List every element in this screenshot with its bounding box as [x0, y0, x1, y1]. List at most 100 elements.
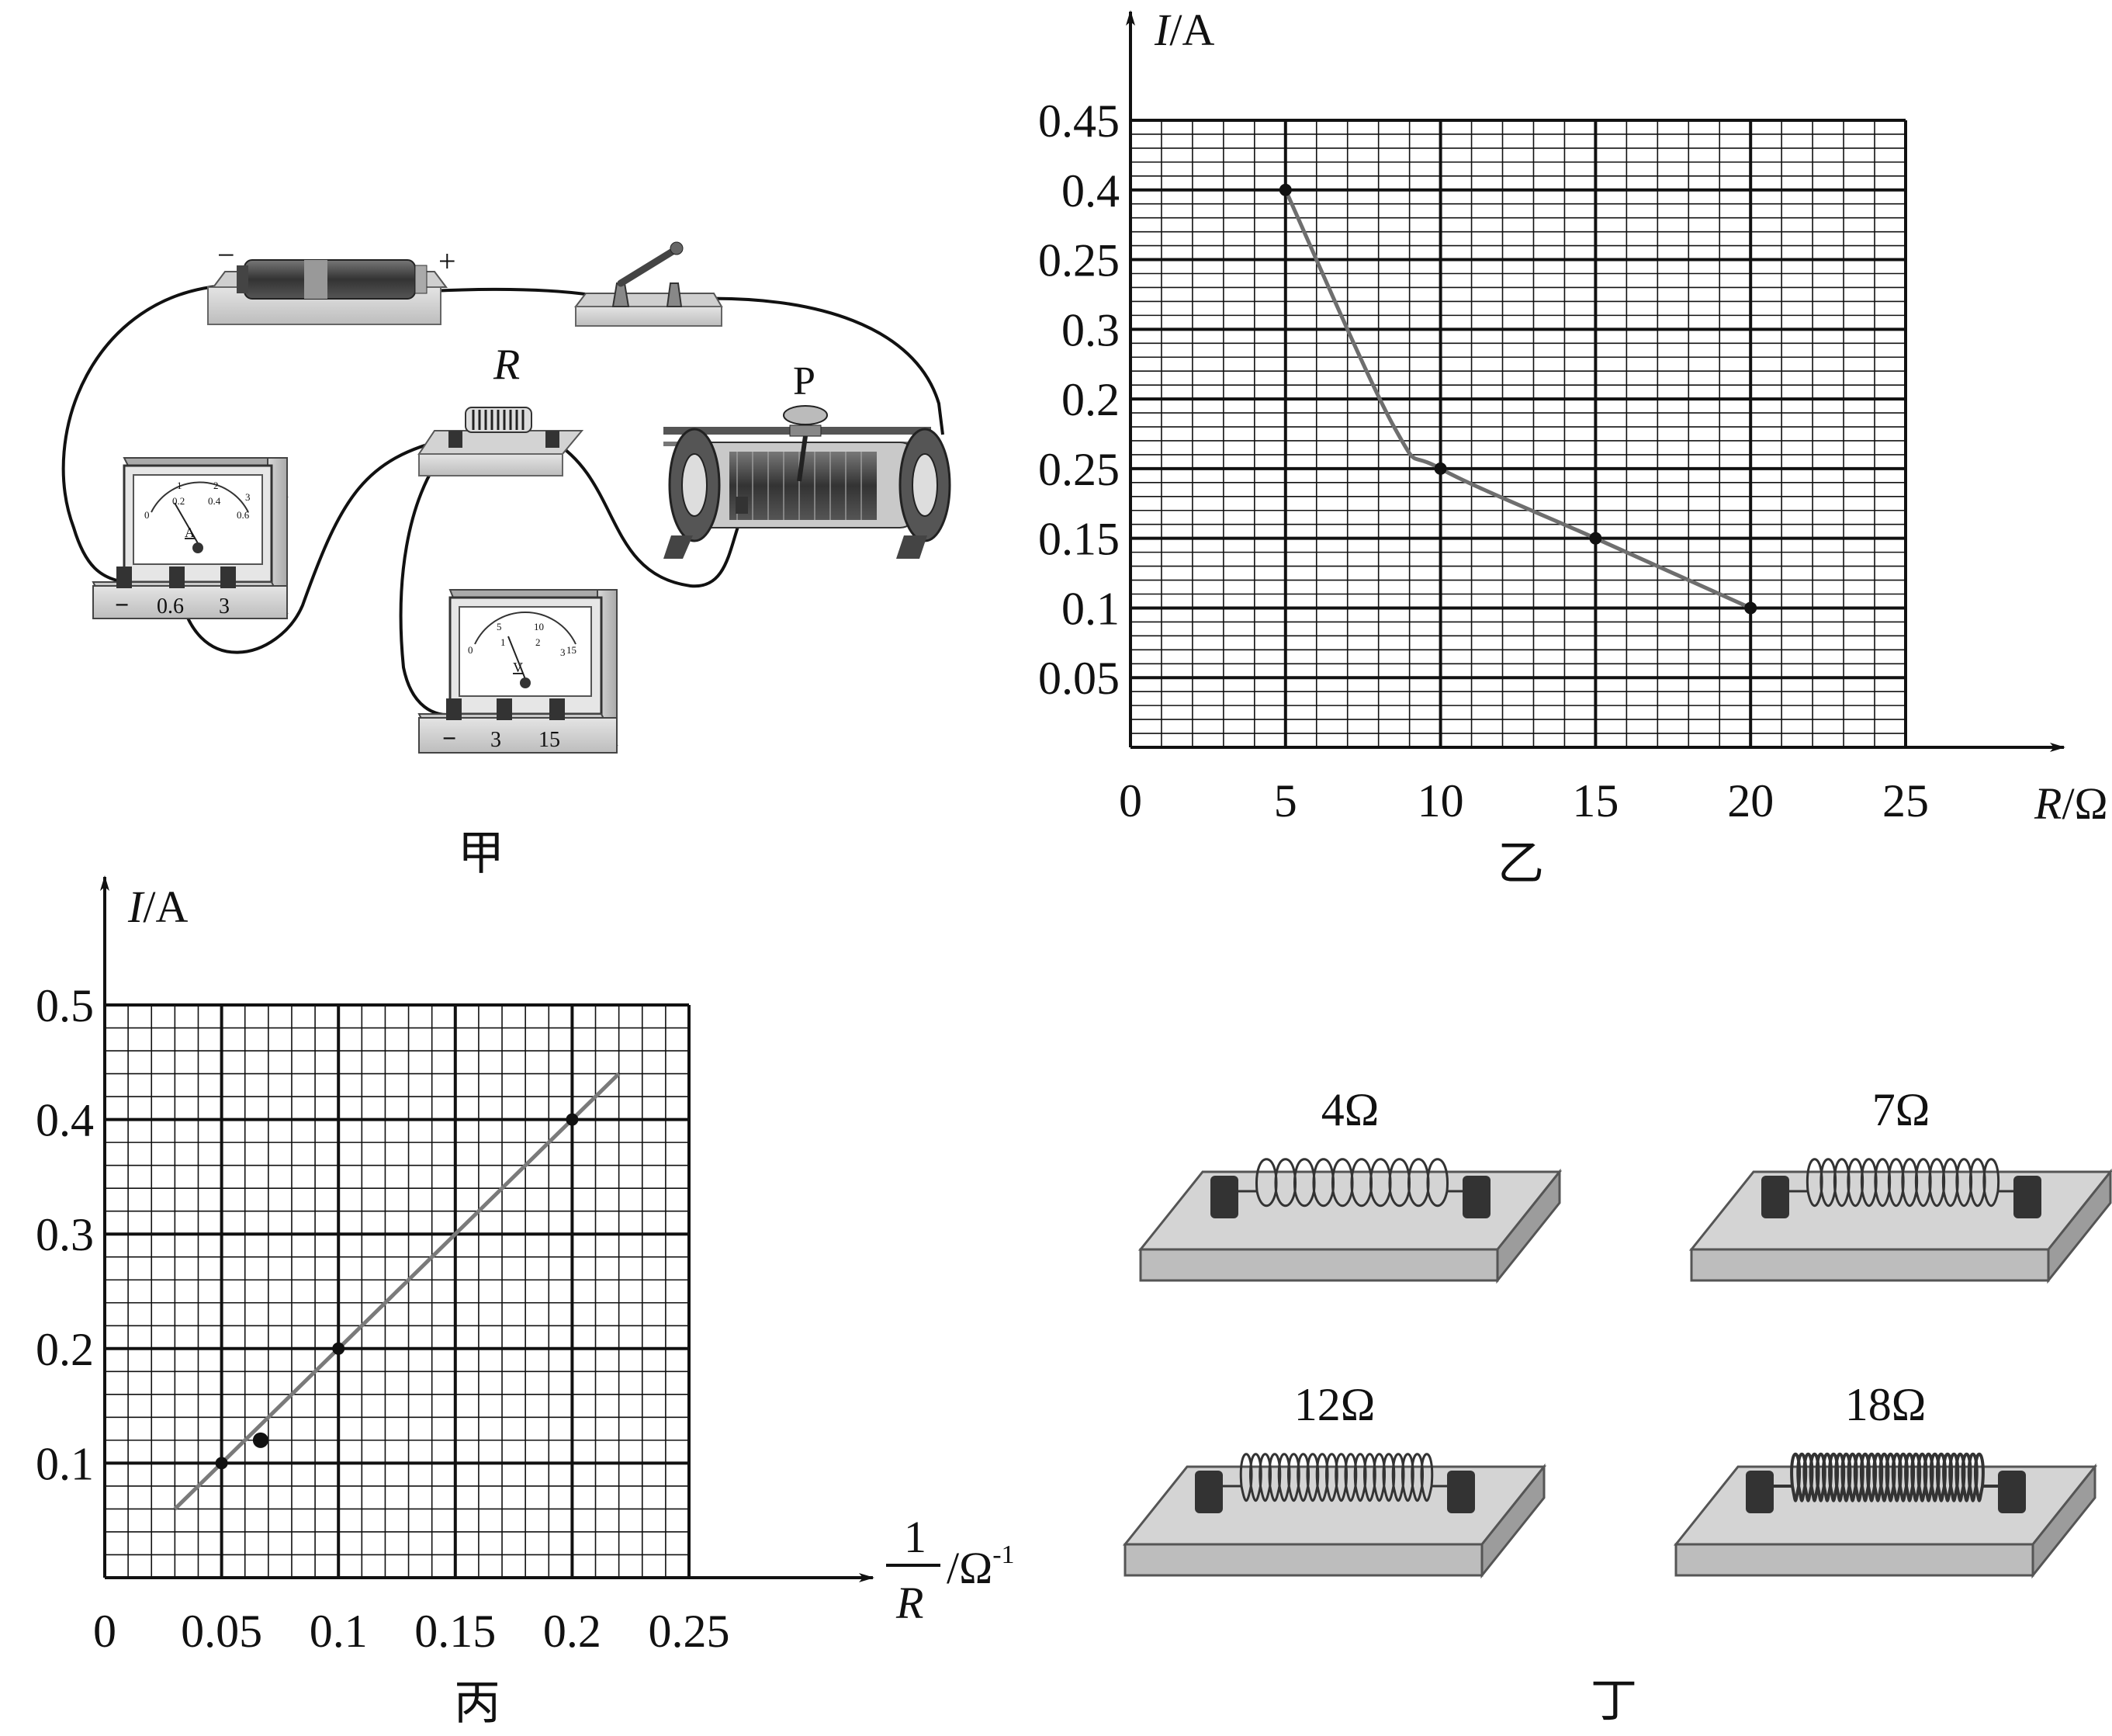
terminal-post	[1447, 1471, 1475, 1513]
board-side	[1496, 1168, 1561, 1284]
ammeter: 0 0.2 0.4 0.6 1 2 3 A − 0.6 3	[92, 457, 289, 619]
bing-data-point	[252, 1432, 268, 1448]
board-front	[1690, 1248, 2050, 1282]
yi-x-tick-label: 25	[1882, 775, 1929, 826]
yi-xlabel-symbol: R	[2034, 778, 2062, 829]
bing-y-tick-label: 0.5	[36, 980, 94, 1031]
yi-x-tick-label: 20	[1727, 775, 1774, 826]
board-side	[2031, 1463, 2096, 1579]
voltmeter-scale-10: 10	[534, 621, 544, 632]
resistance-coil	[1223, 1453, 1447, 1502]
yi-grid	[1129, 119, 1907, 749]
yi-xlabel-unit: /Ω	[2062, 778, 2107, 829]
resistor-board: 18Ω	[1673, 1379, 2098, 1579]
resistance-coil	[1238, 1158, 1463, 1208]
caption-bing: 丙	[454, 1678, 500, 1729]
ammeter-unit: A	[185, 525, 195, 540]
board-side	[2047, 1168, 2112, 1284]
voltmeter-terminal-15: 15	[538, 728, 560, 752]
voltmeter: 0 5 10 15 1 2 3 V − 3 15	[417, 589, 618, 754]
board-front	[1674, 1543, 2034, 1577]
yi-data-marks	[1279, 183, 1757, 615]
bing-xlabel-numerator: 1	[904, 1512, 926, 1562]
terminal-post	[1746, 1471, 1774, 1513]
bing-xlabel-unit: /Ω-1	[947, 1540, 1015, 1593]
ammeter-terminal-3: 3	[219, 594, 230, 619]
yi-y-tick-label: 0.25	[1038, 444, 1120, 495]
resistor-value-label: 7Ω	[1872, 1084, 1930, 1135]
bing-data-point	[215, 1457, 228, 1470]
yi-ylabel: I/A	[1154, 5, 1214, 55]
terminal-post	[1463, 1176, 1491, 1218]
board-front	[1124, 1543, 1484, 1577]
yi-y-tick-label: 0.45	[1038, 95, 1120, 147]
ammeter-scale-0: 0	[144, 509, 150, 521]
bing-ylabel-symbol: I	[127, 882, 145, 932]
bing-x-tick-label: 0.05	[181, 1606, 262, 1657]
bing-ylabel: I/A	[127, 882, 188, 932]
terminal-post	[1761, 1176, 1789, 1218]
bing-x-tick-label: 0.1	[310, 1606, 368, 1657]
bing-data-marks	[173, 1072, 621, 1511]
slider-P-label: P	[793, 359, 815, 404]
bing-x-tick-label: 0.15	[414, 1606, 496, 1657]
bing-x-tick-label: 0	[93, 1606, 116, 1657]
bing-xlabel: 1 R /Ω-1	[886, 1512, 1015, 1628]
bing-ylabel-unit: /A	[143, 882, 188, 932]
switch	[573, 241, 723, 327]
bing-x-tick-label: 0.2	[543, 1606, 601, 1657]
board-top	[1688, 1170, 2112, 1251]
ammeter-terminal-0.6: 0.6	[157, 594, 184, 619]
resistance-coil	[1774, 1452, 1998, 1502]
yi-y-tick-label: 0.15	[1038, 514, 1120, 565]
bing-axes	[100, 875, 874, 1582]
yi-x-tick-label: 10	[1418, 775, 1464, 826]
ammeter-scale-0.2: 0.2	[172, 495, 185, 507]
voltmeter-scale-15: 15	[566, 644, 576, 656]
yi-y-tick-label: 0.4	[1061, 165, 1120, 217]
voltmeter-neg-terminal: −	[442, 724, 456, 752]
circuit-panel: − + R	[61, 237, 951, 879]
yi-y-tick-label: 0.1	[1061, 583, 1120, 634]
resistor-board: 12Ω	[1122, 1379, 1547, 1579]
resistor-R-label: R	[493, 341, 520, 389]
yi-data-point	[1589, 532, 1602, 545]
terminal-post	[1210, 1176, 1238, 1218]
bing-x-tick-label: 0.25	[649, 1606, 730, 1657]
resistor-board: 4Ω	[1137, 1084, 1563, 1284]
bing-data-point	[332, 1342, 345, 1355]
yi-y-tick-label: 0.25	[1038, 235, 1120, 286]
battery: − +	[207, 237, 456, 325]
battery-plus-label: +	[438, 244, 456, 279]
bing-xlabel-unit-text: /Ω	[947, 1543, 992, 1593]
rheostat: P	[663, 359, 951, 559]
caption-jia: 甲	[458, 828, 504, 879]
terminal-post	[1195, 1471, 1223, 1513]
resistor-value-label: 12Ω	[1294, 1379, 1376, 1430]
resistor-board: 7Ω	[1688, 1084, 2112, 1284]
yi-x-tick-label: 15	[1572, 775, 1619, 826]
caption-ding: 丁	[1591, 1675, 1637, 1727]
yi-ylabel-symbol: I	[1154, 5, 1172, 55]
bing-y-tick-label: 0.2	[36, 1324, 94, 1375]
ammeter-scale-2: 2	[213, 480, 219, 491]
resistor-value-label: 18Ω	[1845, 1379, 1927, 1430]
board-front	[1139, 1248, 1499, 1282]
bing-fit-line	[173, 1072, 621, 1511]
yi-ylabel-unit: /A	[1169, 5, 1214, 55]
yi-x-tick-label: 0	[1119, 775, 1142, 826]
ammeter-neg-terminal: −	[115, 591, 129, 619]
resistance-coil	[1789, 1158, 2013, 1208]
ammeter-scale-0.4: 0.4	[208, 495, 221, 507]
terminal-post	[2013, 1176, 2041, 1218]
board-top	[1137, 1170, 1563, 1251]
voltmeter-unit: V	[513, 660, 523, 675]
caption-yi: 乙	[1497, 838, 1544, 889]
resistors-panel: 4Ω 7Ω 12Ω 18Ω 丁	[1122, 1084, 2112, 1727]
voltmeter-scale-5: 5	[497, 621, 502, 632]
terminal-post	[1998, 1471, 2026, 1513]
voltmeter-scale-2: 2	[535, 636, 541, 648]
